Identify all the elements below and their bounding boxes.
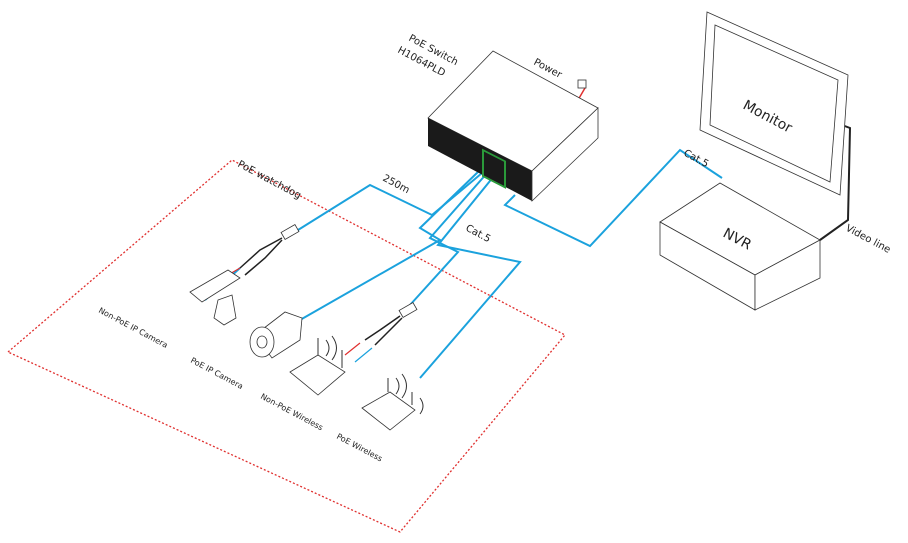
poe-splitter-2	[344, 301, 418, 363]
poe-switch	[427, 50, 599, 202]
power-outlet-icon	[577, 79, 587, 89]
cat5-label-devices: Cat.5	[464, 223, 493, 245]
video-line-label: Video line	[844, 223, 893, 256]
poe-ip-camera-icon	[249, 311, 303, 359]
poe-watchdog-label: PoE watchdog	[236, 159, 303, 202]
poe-wireless-router-icon	[361, 373, 424, 431]
non-poe-wireless-router-icon	[289, 335, 346, 396]
cables	[204, 87, 852, 379]
cable-watchdog	[289, 167, 489, 236]
device-label-poe-wireless: PoE Wireless	[335, 432, 384, 464]
device-label-non-poe-ip-camera: Non-PoE IP Camera	[97, 306, 169, 350]
cable-nvr	[503, 148, 723, 248]
video-line	[819, 124, 852, 241]
monitor-icon	[699, 11, 849, 196]
device-label-poe-ip-camera: PoE IP Camera	[189, 356, 245, 391]
cat5-label-nvr: Cat.5	[682, 148, 711, 170]
cable-non-poe-wireless	[409, 171, 489, 306]
nvr-icon	[659, 182, 821, 311]
device-label-non-poe-wireless: Non-PoE Wireless	[259, 392, 324, 433]
poe-watchdog-zone	[6, 159, 567, 533]
poe-splitter-1	[227, 223, 300, 276]
cable-poe-camera	[299, 169, 481, 321]
cable-poe-wireless	[419, 175, 522, 379]
non-poe-ip-camera-icon	[189, 269, 241, 326]
